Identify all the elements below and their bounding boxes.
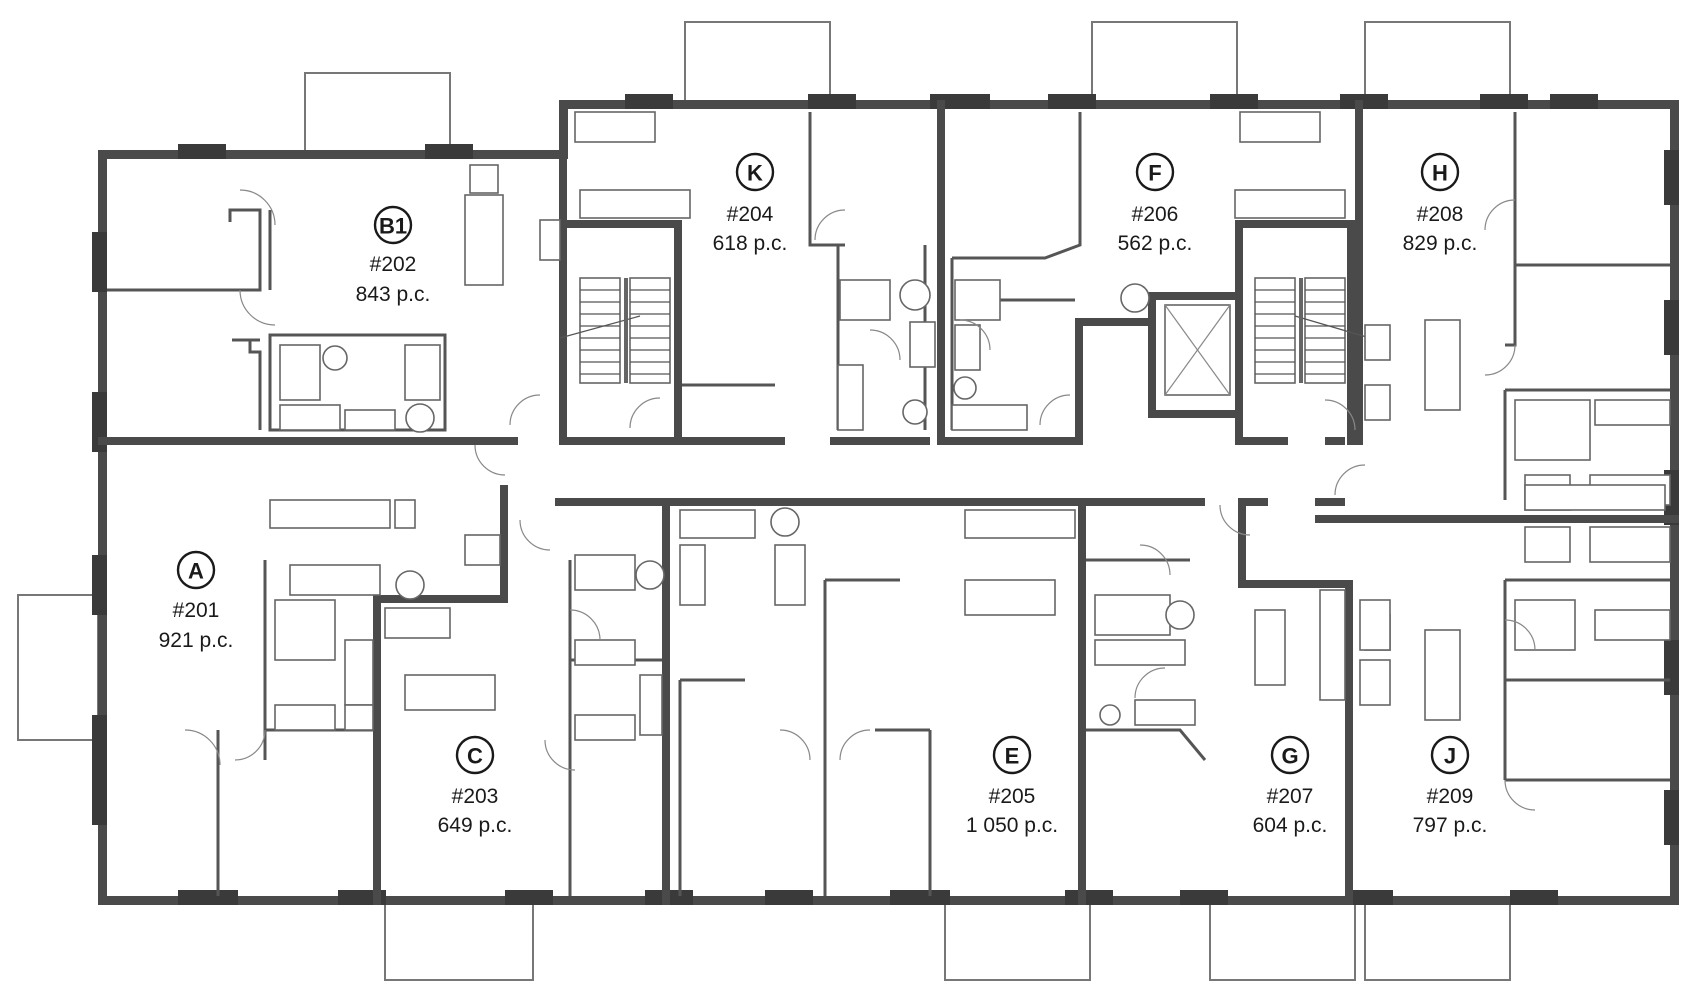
unit-area: 649 p.c. [438, 814, 513, 837]
unit-number: #209 [1427, 785, 1474, 808]
unit-type-badge: C [467, 744, 483, 769]
unit-area: 562 p.c. [1118, 232, 1193, 255]
unit-area: 843 p.c. [356, 283, 431, 306]
unit-label-j: J #209 797 p.c. [1413, 735, 1488, 837]
unit-number: #203 [452, 785, 499, 808]
elevator [1164, 304, 1231, 396]
door-swings [184, 189, 1536, 811]
unit-area: 829 p.c. [1403, 232, 1478, 255]
unit-label-c: C #203 649 p.c. [438, 735, 513, 837]
unit-number: #202 [370, 253, 417, 276]
unit-type-badge: H [1432, 161, 1448, 186]
interior-walls [98, 100, 1679, 905]
unit-number: #207 [1267, 785, 1314, 808]
unit-number: #205 [989, 785, 1036, 808]
unit-area: 1 050 p.c. [966, 814, 1058, 837]
unit-type-badge: K [747, 161, 763, 186]
unit-area: 797 p.c. [1413, 814, 1488, 837]
unit-label-a: A #201 921 p.c. [159, 550, 234, 652]
unit-type-badge: B1 [379, 214, 407, 239]
unit-number: #208 [1417, 203, 1464, 226]
fixtures [269, 111, 1671, 741]
unit-label-k: K #204 618 p.c. [713, 152, 788, 255]
unit-type-badge: J [1444, 744, 1456, 769]
unit-number: #201 [173, 599, 220, 622]
unit-number: #206 [1132, 203, 1179, 226]
unit-label-g: G #207 604 p.c. [1253, 735, 1328, 837]
unit-area: 618 p.c. [713, 232, 788, 255]
unit-area: 921 p.c. [159, 629, 234, 652]
unit-label-e: E #205 1 050 p.c. [966, 735, 1058, 837]
unit-number: #204 [727, 203, 774, 226]
unit-type-badge: A [188, 559, 204, 584]
unit-area: 604 p.c. [1253, 814, 1328, 837]
unit-type-badge: F [1148, 161, 1161, 186]
stairs [559, 277, 1371, 384]
unit-label-b1: B1 #202 843 p.c. [356, 205, 431, 306]
unit-type-badge: E [1005, 744, 1020, 769]
unit-label-h: H #208 829 p.c. [1403, 152, 1478, 255]
unit-type-badge: G [1281, 744, 1298, 769]
unit-label-f: F #206 562 p.c. [1118, 152, 1193, 255]
